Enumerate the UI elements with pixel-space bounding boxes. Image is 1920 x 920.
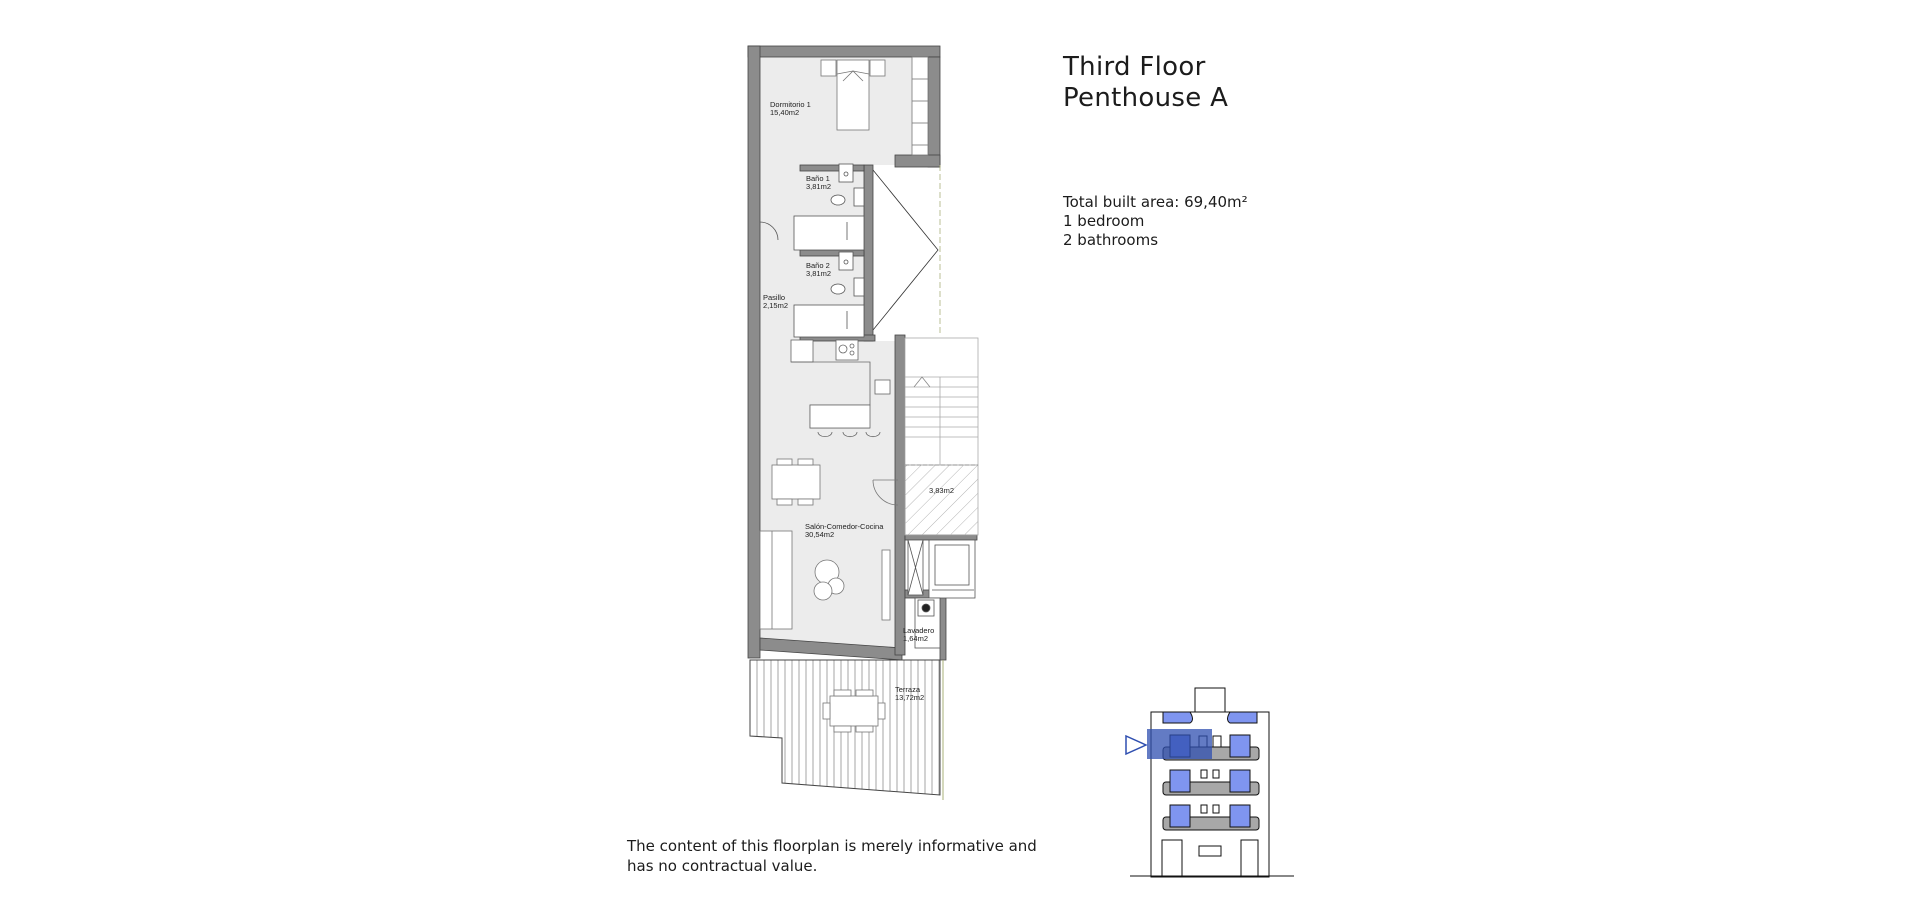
label-bath1-area: 3,81m2 [806,182,831,191]
lightwell [872,165,941,335]
walls [747,45,978,661]
label-bedroom-area: 15,40m2 [770,108,799,117]
bathroom-fixtures [759,163,865,338]
current-floor-highlight [1147,729,1212,759]
living-furniture [759,458,899,630]
terrace [749,659,944,800]
label-living-area: 30,54m2 [805,530,834,539]
room-labels: Dormitorio 1 15,40m2 Baño 1 3,81m2 Baño … [763,100,954,702]
unit-summary: Total built area: 69,40m² 1 bedroom 2 ba… [1063,193,1248,250]
building-elevation-locator [1125,687,1294,878]
label-bath1-name: Baño 1 [806,174,830,183]
bathroom-count: 2 bathrooms [1063,231,1159,249]
floor-title: Third Floor [1063,52,1206,82]
label-laundry-name: Lavadero [903,626,934,635]
label-terrace-area: 13,72m2 [895,693,924,702]
bedroom-furniture [820,56,929,156]
disclaimer-line-1: The content of this floorplan is merely … [627,837,1037,855]
kitchen [790,339,891,438]
label-hall-area: 2,15m2 [763,301,788,310]
label-hall-name: Pasillo [763,293,785,302]
floor-indicator-arrow-icon [1125,734,1148,756]
label-bath2-area: 3,81m2 [806,269,831,278]
label-terrace-name: Terraza [895,685,921,694]
stairs [904,337,979,536]
label-living-name: Salón-Comedor-Cocina [805,522,884,531]
label-bedroom-name: Dormitorio 1 [770,100,811,109]
lift-laundry [907,539,976,649]
bedroom-count: 1 bedroom [1063,212,1145,230]
unit-title: Penthouse A [1063,83,1229,113]
disclaimer-line-2: has no contractual value. [627,857,818,875]
disclaimer: The content of this floorplan is merely … [627,836,1087,876]
label-landing-area: 3,83m2 [929,486,954,495]
total-area: Total built area: 69,40m² [1063,193,1248,211]
page-title: Third Floor Penthouse A [1063,52,1228,114]
label-laundry-area: 1,64m2 [903,634,928,643]
label-bath2-name: Baño 2 [806,261,830,270]
